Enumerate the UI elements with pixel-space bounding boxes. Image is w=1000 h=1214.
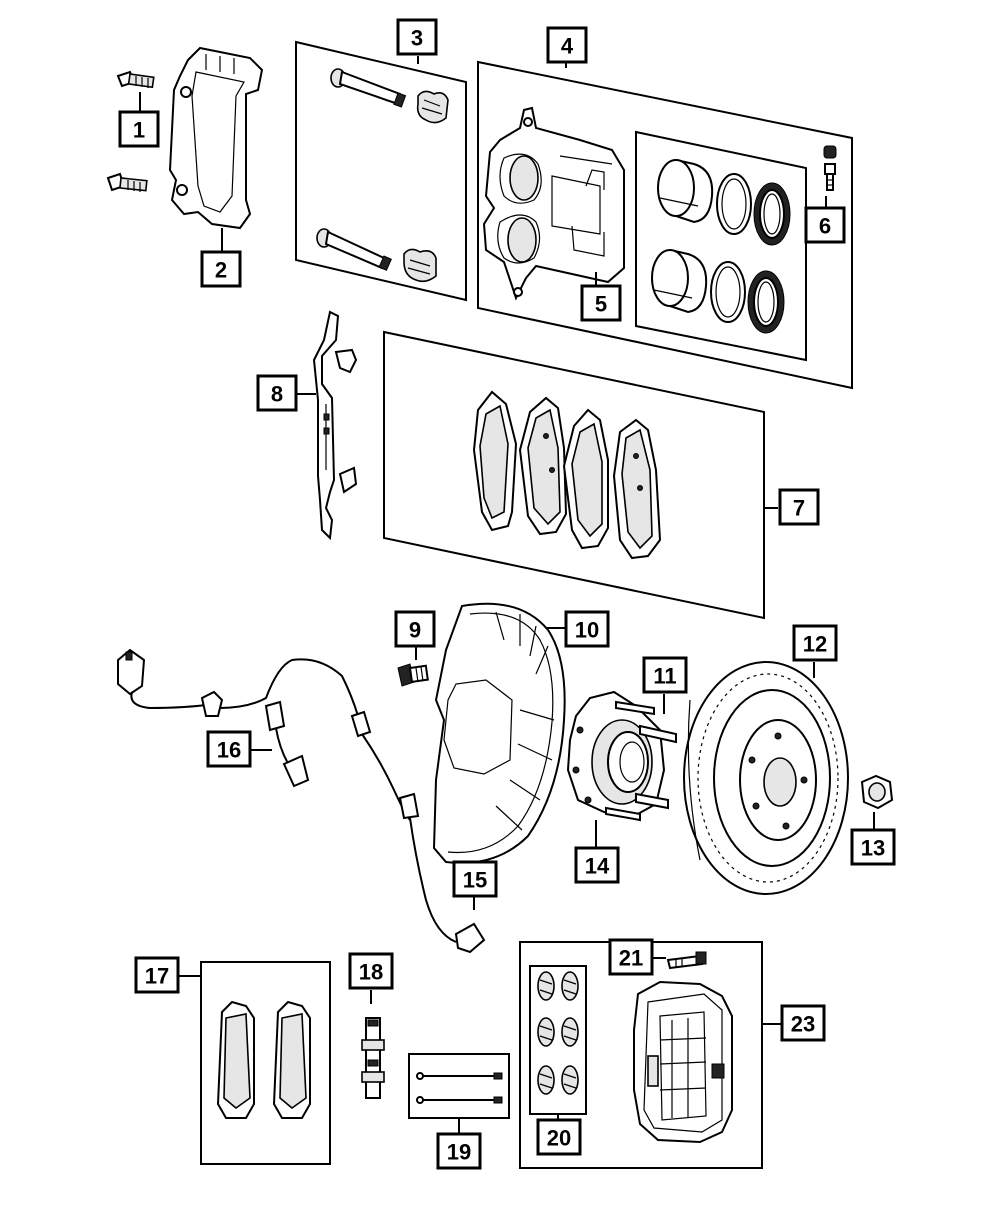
svg-text:6: 6 (819, 214, 831, 239)
svg-text:1: 1 (133, 118, 145, 143)
callout-21: 21 (608, 938, 654, 976)
piston-seal-lower (710, 261, 746, 323)
svg-text:21: 21 (619, 946, 643, 971)
callout-15: 15 (452, 860, 498, 898)
srt-brake-caliper (633, 980, 733, 1144)
caliper-bolt-upper (116, 70, 155, 89)
caliper-seal-kit (537, 971, 579, 1095)
kit-19-frame (408, 1053, 510, 1119)
callout-9: 9 (394, 610, 436, 648)
brake-caliper (482, 106, 625, 301)
svg-text:3: 3 (411, 26, 423, 51)
callout-20: 20 (536, 1118, 582, 1156)
brake-splash-shield (432, 602, 566, 864)
guide-pin-kit (316, 68, 449, 283)
kit-4-frame (477, 60, 853, 390)
callout-5: 5 (580, 284, 622, 322)
callout-3: 3 (396, 18, 438, 56)
pad-wear-sensor (361, 1017, 385, 1099)
svg-text:18: 18 (359, 960, 383, 985)
kit-7-frame (383, 330, 765, 620)
svg-text:8: 8 (271, 382, 283, 407)
svg-text:4: 4 (561, 34, 574, 59)
svg-text:2: 2 (215, 258, 227, 283)
wheel-speed-sensor-harness (117, 648, 486, 954)
dust-boot-lower (747, 270, 785, 334)
callout-23: 23 (780, 1004, 826, 1042)
svg-text:9: 9 (409, 618, 421, 643)
svg-text:7: 7 (793, 496, 805, 521)
svg-text:10: 10 (575, 618, 599, 643)
brake-pad-set (472, 390, 662, 560)
piston-seal-upper (716, 173, 752, 235)
svg-text:12: 12 (803, 632, 827, 657)
svg-text:5: 5 (595, 292, 607, 317)
srt-brake-pads (216, 1000, 311, 1119)
callout-10: 10 (564, 610, 610, 648)
svg-text:13: 13 (861, 836, 885, 861)
hub-nut (860, 774, 894, 810)
kit-17-frame (200, 961, 331, 1165)
callout-17: 17 (134, 956, 180, 994)
pad-retaining-pins (416, 1072, 503, 1104)
caliper-anchor-bracket (168, 46, 264, 252)
caliper-bolt-lower (106, 172, 148, 192)
callout-6: 6 (804, 206, 846, 244)
svg-text:15: 15 (463, 868, 487, 893)
callout-7: 7 (778, 488, 820, 526)
svg-text:14: 14 (585, 854, 610, 879)
bleeder-screw (824, 163, 836, 191)
callout-12: 12 (792, 624, 838, 662)
splash-shield-screw (397, 663, 429, 687)
caliper-piston-lower (651, 249, 708, 314)
callout-11: 11 (642, 656, 688, 694)
callout-16: 16 (206, 730, 252, 768)
brake-rotor (683, 661, 849, 895)
callout-14: 14 (574, 846, 620, 884)
kit-6-frame (635, 130, 807, 362)
pad-abutment-clip (312, 310, 358, 541)
svg-text:20: 20 (547, 1126, 571, 1151)
wheel-hub-bearing (566, 690, 677, 822)
callout-8: 8 (256, 374, 298, 412)
svg-text:11: 11 (653, 664, 676, 689)
callout-18: 18 (348, 952, 394, 990)
srt-bleeder-screw (666, 951, 707, 970)
caliper-piston-upper (657, 159, 714, 224)
kit-3-frame (295, 40, 467, 302)
callout-1: 1 (118, 110, 160, 148)
svg-text:17: 17 (145, 964, 169, 989)
svg-text:23: 23 (791, 1012, 815, 1037)
callout-13: 13 (850, 828, 896, 866)
svg-text:16: 16 (217, 738, 241, 763)
callout-4: 4 (546, 26, 588, 64)
callout-2: 2 (200, 250, 242, 288)
leader-lines (139, 56, 875, 1134)
dust-boot-upper (753, 182, 791, 246)
callout-19: 19 (436, 1132, 482, 1170)
bleeder-cap (823, 145, 837, 159)
svg-text:19: 19 (447, 1140, 471, 1165)
wheel-studs (605, 700, 677, 822)
